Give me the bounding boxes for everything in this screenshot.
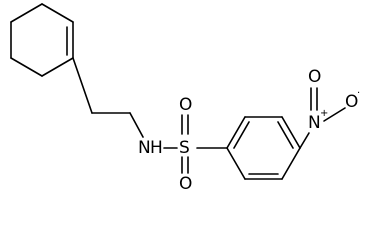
bond-b1-b2-inner (233, 121, 250, 149)
bond-ring-ch2 (72, 57, 93, 114)
nitro-oxygen-right-label: O (345, 92, 358, 112)
bond-ch2-nh (129, 112, 144, 138)
nitro-group: N + O O · (308, 67, 360, 133)
bond-c4-c5 (10, 57, 43, 77)
bond-c6-c1 (10, 3, 43, 23)
bond-c1-c2 (41, 3, 74, 23)
benzene-ring (226, 116, 301, 180)
bond-b4-b5 (281, 147, 301, 180)
molecule-structure-diagram: N H S O O N + O O · (10, 3, 360, 193)
nitro-nitrogen-label: N (308, 113, 321, 133)
ethyl-chain (72, 57, 144, 138)
sulfonyl-oxygen-top-label: O (179, 95, 192, 115)
nitro-oxygen-radical: · (357, 88, 360, 99)
nitro-oxygen-top-label: O (308, 67, 321, 87)
sulfonyl-group: S O O (179, 95, 192, 193)
bond-b3-b4-inner (277, 121, 294, 149)
bond-benzene-nitro (299, 132, 310, 149)
sulfonyl-oxygen-bottom-label: O (179, 174, 192, 193)
sulfur-label: S (179, 138, 190, 158)
nitro-nitrogen-charge: + (320, 108, 328, 119)
bond-b6-b1 (226, 147, 246, 180)
bond-c3-c4 (41, 57, 74, 77)
amide-nitrogen-label: N (138, 138, 151, 158)
cyclohexene-ring (10, 3, 74, 77)
amide-hydrogen-label: H (150, 138, 163, 158)
bond-b1-b2 (226, 116, 246, 149)
bond-b3-b4 (281, 116, 301, 149)
bond-n-o-right (323, 107, 346, 122)
